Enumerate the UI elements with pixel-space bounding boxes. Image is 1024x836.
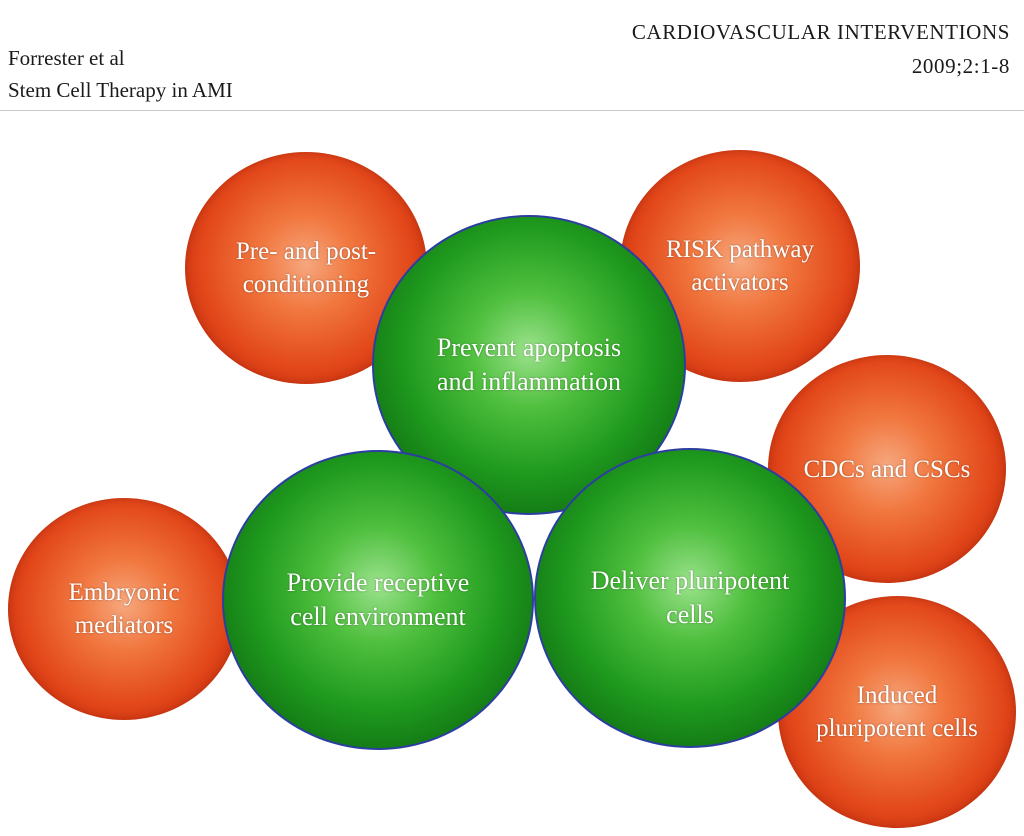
- header-divider: [0, 110, 1024, 111]
- journal-title: CARDIOVASCULAR INTERVENTIONS: [631, 20, 1010, 44]
- node-label-line1: Embryonic: [68, 579, 180, 606]
- node-label-line1: Provide receptive: [286, 568, 470, 597]
- node-label-line2: cells: [666, 600, 714, 629]
- node-label-line1: Prevent apoptosis: [436, 333, 622, 362]
- author-line: Forrester et al: [8, 46, 125, 70]
- header-left: Forrester et al Stem Cell Therapy in AMI: [8, 42, 233, 106]
- node-label: Provide receptive cell environment: [287, 566, 470, 634]
- node-label-line1: RISK pathway: [666, 236, 814, 263]
- node-label-line2: and inflammation: [436, 367, 622, 396]
- node-label: Prevent apoptosis and inflammation: [437, 331, 621, 399]
- node-deliver-pluripotent-cells: Deliver pluripotent cells: [534, 448, 846, 748]
- journal-citation: 2009;2:1-8: [911, 54, 1010, 78]
- node-provide-receptive-environment: Provide receptive cell environment: [222, 450, 534, 750]
- header-right: CARDIOVASCULAR INTERVENTIONS 2009;2:1-8: [632, 15, 1010, 83]
- node-label-line1: Deliver pluripotent: [590, 566, 790, 595]
- node-label: CDCs and CSCs: [804, 453, 971, 486]
- node-label-line2: mediators: [74, 612, 174, 639]
- node-label-line2: pluripotent cells: [816, 715, 978, 742]
- node-label-line1: Pre- and post-: [235, 238, 377, 265]
- node-label-line1: Induced: [856, 682, 938, 709]
- node-label: Induced pluripotent cells: [816, 679, 978, 745]
- node-label-line2: conditioning: [242, 271, 370, 298]
- node-label-line2: cell environment: [290, 602, 466, 631]
- node-label: RISK pathway activators: [666, 233, 814, 299]
- node-label: Deliver pluripotent cells: [591, 564, 790, 632]
- node-pre-post-conditioning: Pre- and post- conditioning: [185, 152, 427, 384]
- node-label-line2: activators: [691, 269, 789, 296]
- topic-line: Stem Cell Therapy in AMI: [8, 78, 233, 102]
- node-embryonic-mediators: Embryonic mediators: [8, 498, 240, 720]
- node-label: Embryonic mediators: [68, 576, 179, 642]
- node-label-line1: CDCs and CSCs: [803, 455, 971, 483]
- node-label: Pre- and post- conditioning: [236, 235, 376, 301]
